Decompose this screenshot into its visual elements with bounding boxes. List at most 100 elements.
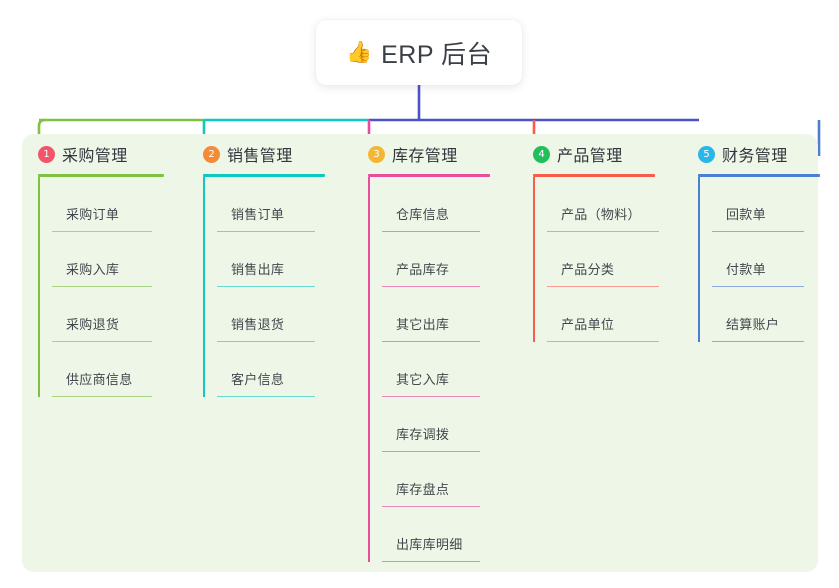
branch-items-list: 产品（物料） 产品分类产品单位 <box>533 177 682 342</box>
branch-item-label: 客户信息 <box>231 372 285 387</box>
branch-title: 财务管理 <box>722 148 788 165</box>
root-node-label: ERP 后台 <box>381 40 493 69</box>
branch-item-underline <box>382 560 480 562</box>
branch-item-underline <box>52 230 152 232</box>
branch-item-label: 出库库明细 <box>396 537 463 552</box>
branch-title: 销售管理 <box>227 148 293 165</box>
branch-item-label: 库存调拨 <box>396 427 450 442</box>
thumbs-up-icon: 👍 <box>345 41 373 64</box>
branch-item-underline <box>382 450 480 452</box>
branch-item-label: 采购入库 <box>66 262 120 277</box>
branch-item[interactable]: 采购退货 <box>52 287 187 342</box>
branch-item-underline <box>547 340 659 342</box>
branch-spine <box>368 177 370 562</box>
branch-item[interactable]: 采购订单 <box>52 177 187 232</box>
branch-column-2: 2 销售管理销售订单销售出库销售退货客户信息 <box>187 134 352 397</box>
branch-underline <box>38 174 164 177</box>
branch-item-underline <box>382 230 480 232</box>
branch-item[interactable]: 销售出库 <box>217 232 352 287</box>
branch-item-underline <box>382 340 480 342</box>
branch-item-label: 销售出库 <box>231 262 285 277</box>
branch-item-label: 回款单 <box>726 207 766 222</box>
branch-item-label: 销售退货 <box>231 317 285 332</box>
branch-item[interactable]: 销售退货 <box>217 287 352 342</box>
branch-item[interactable]: 产品分类 <box>547 232 682 287</box>
branch-item-label: 仓库信息 <box>396 207 450 222</box>
root-node-content: 👍 ERP 后台 <box>346 35 492 71</box>
branch-item[interactable]: 回款单 <box>712 177 839 232</box>
branch-item[interactable]: 库存调拨 <box>382 397 517 452</box>
branch-header-3[interactable]: 3 库存管理 <box>352 134 517 174</box>
branch-number-badge: 2 <box>203 145 220 163</box>
branch-item-underline <box>217 285 315 287</box>
branch-item[interactable]: 供应商信息 <box>52 342 187 397</box>
branch-header-2[interactable]: 2 销售管理 <box>187 134 352 174</box>
branch-item-label: 产品单位 <box>561 317 615 332</box>
branch-item-underline <box>712 285 804 287</box>
branch-underline <box>368 174 490 177</box>
branch-header-4[interactable]: 4 产品管理 <box>517 134 682 174</box>
branch-item[interactable]: 库存盘点 <box>382 452 517 507</box>
branch-column-5: 5 财务管理回款单付款单结算账户 <box>682 134 839 342</box>
branch-spine <box>203 177 205 397</box>
branch-item[interactable]: 出库库明细 <box>382 507 517 562</box>
branch-item-label: 产品分类 <box>561 262 615 277</box>
branch-item[interactable]: 客户信息 <box>217 342 352 397</box>
branch-item[interactable]: 采购入库 <box>52 232 187 287</box>
root-node[interactable]: 👍 ERP 后台 <box>316 20 522 85</box>
branch-number-badge: 3 <box>368 145 385 163</box>
branch-item-label: 库存盘点 <box>396 482 450 497</box>
branch-item[interactable]: 其它出库 <box>382 287 517 342</box>
branch-item-underline <box>547 285 659 287</box>
branch-item-label: 供应商信息 <box>66 372 133 387</box>
branches-panel <box>22 134 818 572</box>
branch-header-1[interactable]: 1 采购管理 <box>22 134 187 174</box>
branch-item[interactable]: 仓库信息 <box>382 177 517 232</box>
branch-item-label: 产品（物料） <box>561 207 641 222</box>
branch-item-underline <box>382 505 480 507</box>
branch-spine <box>38 177 40 397</box>
branch-item-label: 采购订单 <box>66 207 120 222</box>
branch-item[interactable]: 销售订单 <box>217 177 352 232</box>
branch-item-underline <box>712 230 804 232</box>
branch-title: 库存管理 <box>392 148 458 165</box>
branch-underline <box>698 174 820 177</box>
branch-item-label: 销售订单 <box>231 207 285 222</box>
branch-spine <box>533 177 535 342</box>
branch-title: 产品管理 <box>557 148 623 165</box>
branch-item-underline <box>217 340 315 342</box>
branch-item-label: 结算账户 <box>726 317 780 332</box>
branch-item-underline <box>217 230 315 232</box>
branch-item-label: 采购退货 <box>66 317 120 332</box>
branch-item[interactable]: 产品单位 <box>547 287 682 342</box>
branch-number-badge: 5 <box>698 145 715 163</box>
branch-column-1: 1 采购管理采购订单采购入库采购退货供应商信息 <box>22 134 187 397</box>
branch-number-badge: 1 <box>38 145 55 163</box>
branch-items-list: 回款单付款单结算账户 <box>698 177 839 342</box>
branch-item-label: 付款单 <box>726 262 766 277</box>
branch-item[interactable]: 产品库存 <box>382 232 517 287</box>
branch-item-underline <box>217 395 315 397</box>
branch-item-underline <box>52 340 152 342</box>
branch-spine <box>698 177 700 342</box>
branch-title: 采购管理 <box>62 148 128 165</box>
branch-items-list: 销售订单销售出库销售退货客户信息 <box>203 177 352 397</box>
branch-column-4: 4 产品管理产品（物料） 产品分类产品单位 <box>517 134 682 342</box>
branch-underline <box>203 174 325 177</box>
branch-item[interactable]: 产品（物料） <box>547 177 682 232</box>
branch-header-5[interactable]: 5 财务管理 <box>682 134 839 174</box>
branch-items-list: 仓库信息产品库存其它出库其它入库库存调拨库存盘点出库库明细 <box>368 177 517 562</box>
branch-item-underline <box>547 230 659 232</box>
branch-item[interactable]: 结算账户 <box>712 287 839 342</box>
branch-item[interactable]: 付款单 <box>712 232 839 287</box>
branch-item[interactable]: 其它入库 <box>382 342 517 397</box>
branch-number-badge: 4 <box>533 145 550 163</box>
branch-item-underline <box>382 285 480 287</box>
branch-item-label: 其它入库 <box>396 372 450 387</box>
branch-underline <box>533 174 655 177</box>
branch-column-3: 3 库存管理仓库信息产品库存其它出库其它入库库存调拨库存盘点出库库明细 <box>352 134 517 562</box>
branch-columns: 1 采购管理采购订单采购入库采购退货供应商信息 2 销售管理销售订单销售出库销售退货客… <box>22 134 820 572</box>
branch-item-underline <box>52 395 152 397</box>
branch-item-label: 其它出库 <box>396 317 450 332</box>
